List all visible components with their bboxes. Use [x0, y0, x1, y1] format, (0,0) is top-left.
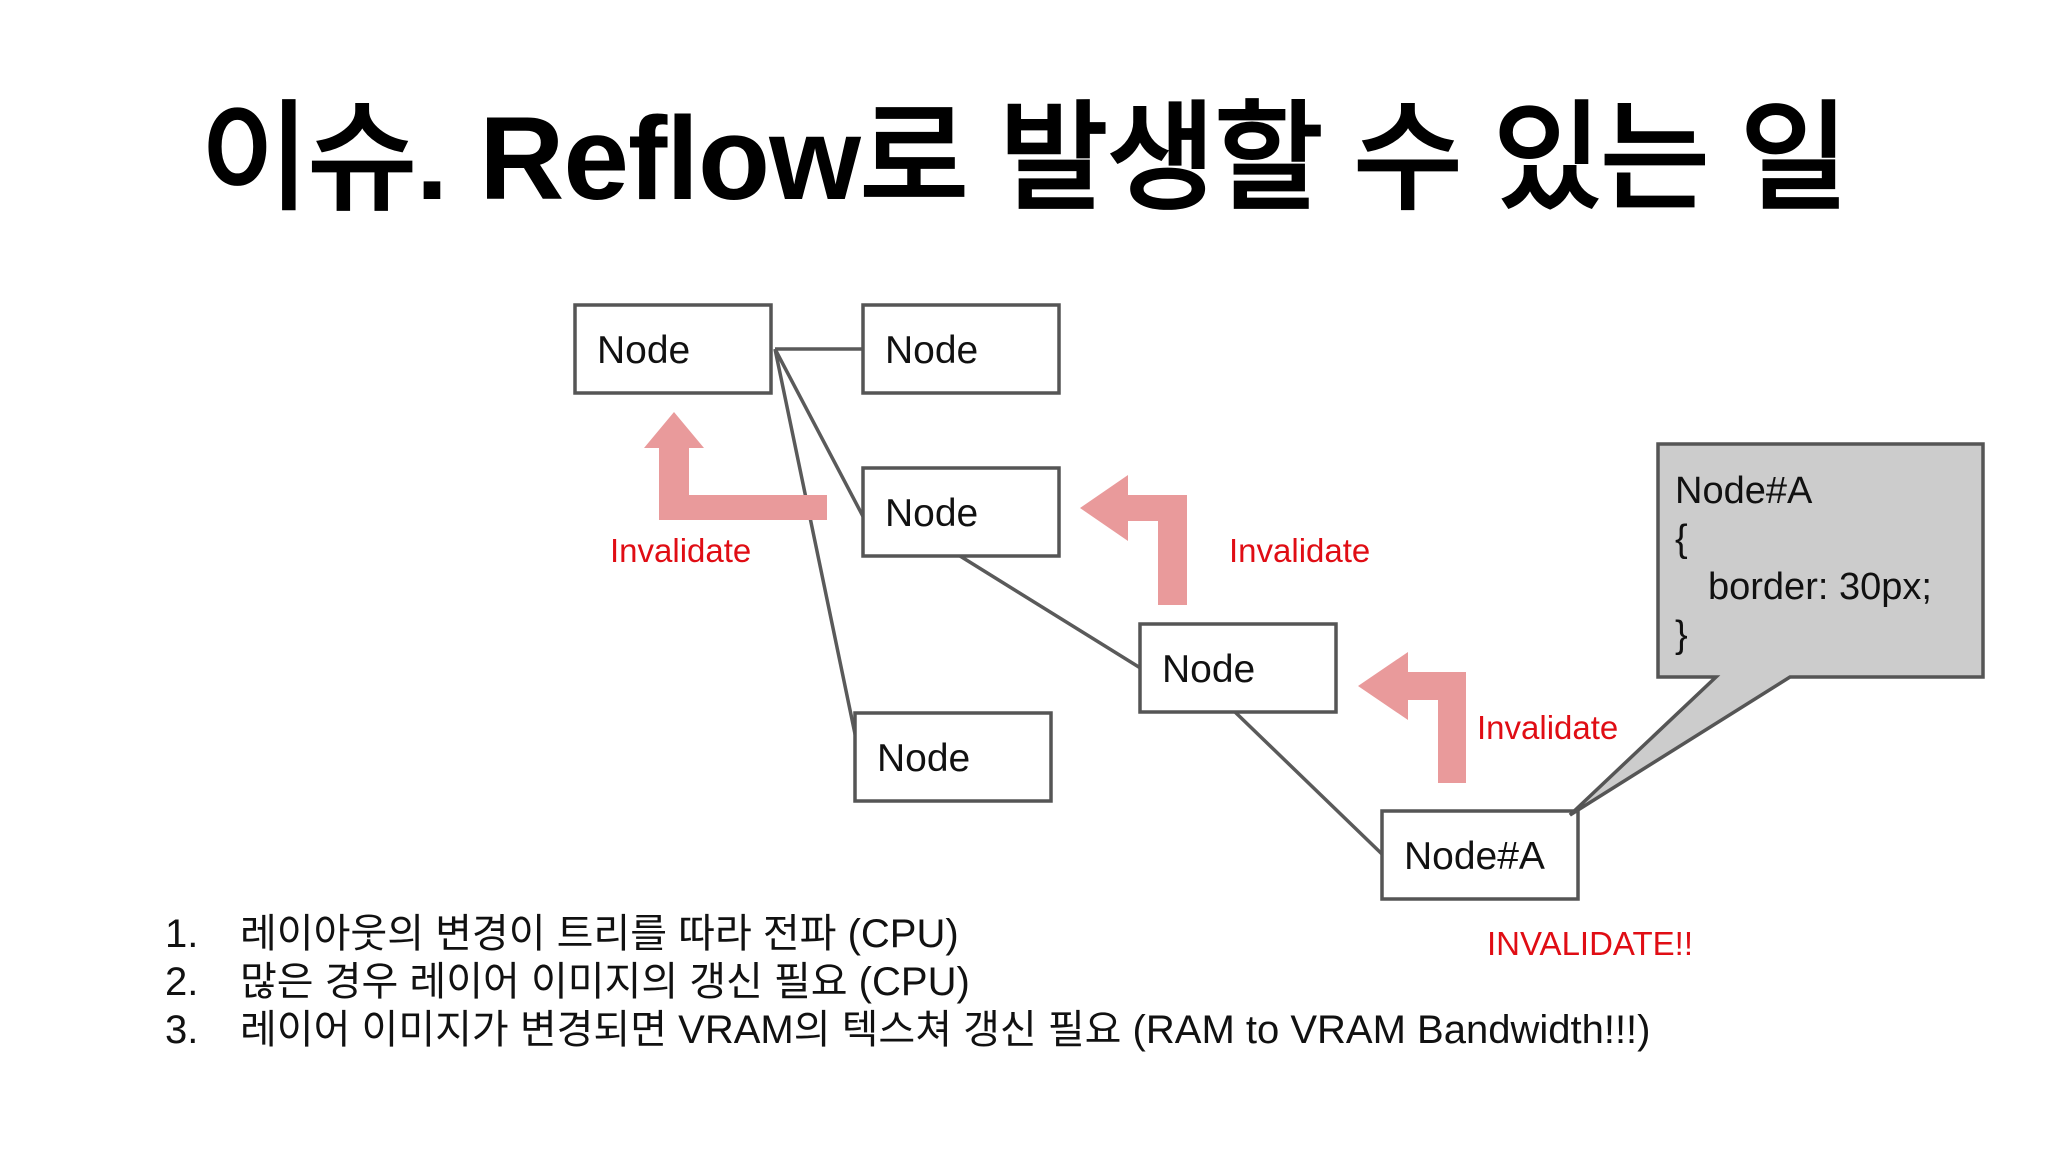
- invalidate-arrows: [644, 412, 1466, 783]
- note-item: 2. 많은 경우 레이어 이미지의 갱신 필요 (CPU): [165, 958, 1651, 1006]
- node-box: [853, 711, 1053, 803]
- tree-node: Node#A: [1380, 809, 1580, 901]
- node-box: [1138, 622, 1338, 714]
- node-label: Node: [885, 492, 978, 535]
- node-label: Node: [877, 737, 970, 780]
- callout-bubble: [1568, 442, 1985, 817]
- invalidate-arrow-icon: [1080, 475, 1187, 605]
- slide-title: 이슈. Reflow로 발생할 수 있는 일: [200, 93, 1848, 225]
- tree-edge: [1233, 710, 1386, 858]
- tree-edge: [773, 348, 869, 525]
- note-text: 많은 경우 레이어 이미지의 갱신 필요 (CPU): [240, 960, 970, 1004]
- node-label: Node#A: [1404, 835, 1545, 878]
- invalidate-label: Invalidate: [610, 532, 751, 569]
- tree-edge: [959, 554, 1143, 671]
- node-box: [861, 466, 1061, 558]
- tree-node: Node: [861, 466, 1061, 558]
- notes-list: 1. 레이아웃의 변경이 트리를 따라 전파 (CPU) 2. 많은 경우 레이…: [165, 910, 1651, 1054]
- node-box: [861, 303, 1061, 395]
- callout-line: {: [1675, 518, 1688, 560]
- tree-edge: [773, 348, 862, 759]
- node-label: Node: [1162, 648, 1255, 691]
- style-callout: Node#A { border: 30px; }: [1568, 442, 1985, 817]
- tree-node: Node: [861, 303, 1061, 395]
- invalidate-arrow-icon: [1358, 652, 1466, 783]
- callout-line: border: 30px;: [1708, 566, 1932, 608]
- node-box: [573, 303, 773, 395]
- tree-node: Node: [853, 711, 1053, 803]
- note-text: 레이어 이미지가 변경되면 VRAM의 텍스쳐 갱신 필요 (RAM to VR…: [240, 1008, 1651, 1052]
- invalidate-arrow-icon: [644, 412, 827, 520]
- tree-edges: [773, 347, 1386, 858]
- invalidate-final-label: INVALIDATE!!: [1487, 925, 1693, 962]
- note-item: 1. 레이아웃의 변경이 트리를 따라 전파 (CPU): [165, 910, 1651, 958]
- note-item: 3. 레이어 이미지가 변경되면 VRAM의 텍스쳐 갱신 필요 (RAM to…: [165, 1006, 1651, 1054]
- note-text: 레이아웃의 변경이 트리를 따라 전파 (CPU): [240, 912, 959, 956]
- node-label: Node: [597, 329, 690, 372]
- note-number: 2.: [165, 960, 199, 1004]
- note-number: 3.: [165, 1008, 199, 1052]
- tree-node: Node: [573, 303, 773, 395]
- note-number: 1.: [165, 912, 199, 956]
- node-label: Node: [885, 329, 978, 372]
- invalidate-label: Invalidate: [1229, 532, 1370, 569]
- callout-line: Node#A: [1675, 470, 1813, 512]
- node-box: [1380, 809, 1580, 901]
- invalidate-label: Invalidate: [1477, 709, 1618, 746]
- callout-line: }: [1675, 614, 1688, 656]
- tree-node: Node: [1138, 622, 1338, 714]
